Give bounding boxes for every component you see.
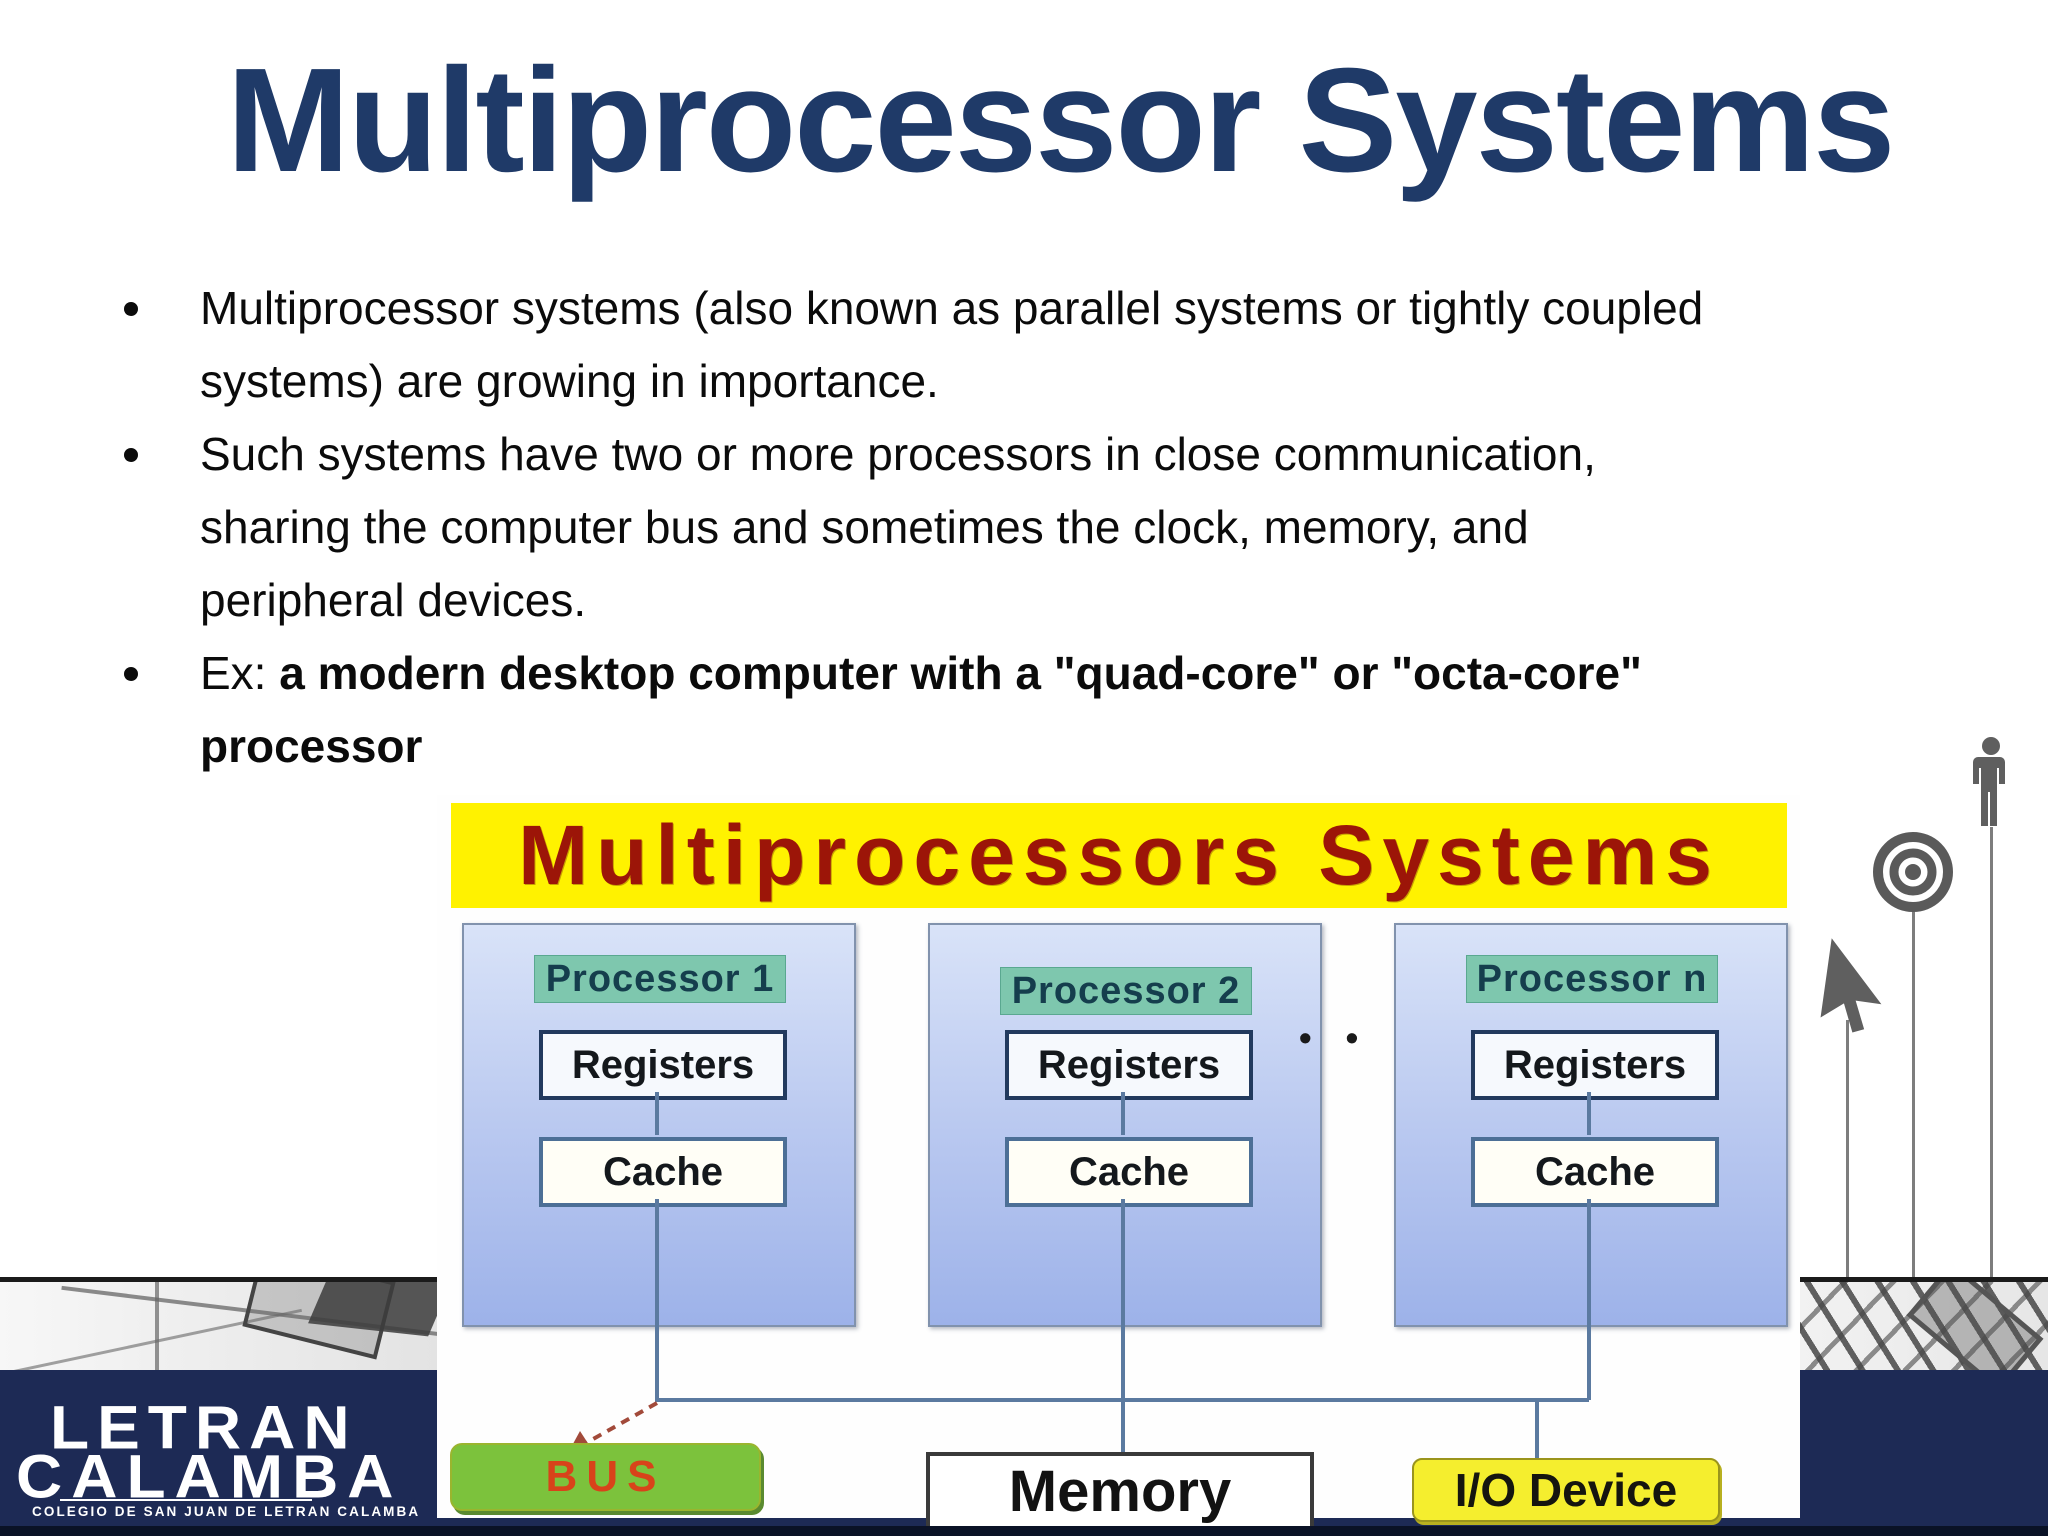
bullet-item: Such systems have two or more processors… [112,418,1892,637]
wire-line [155,1282,159,1370]
cache-box: Cache [1471,1137,1719,1207]
bullet-item: Multiprocessor systems (also known as pa… [112,272,1892,418]
bus-arrow-line [578,1401,658,1449]
logo-divider [60,1499,312,1501]
bullet-text: Such systems have two or more processors… [200,428,1596,626]
cache-box: Cache [539,1137,787,1207]
bus-box: BUS [450,1443,761,1511]
processor-1-label: Processor 1 [534,955,786,1003]
bullet-list: Multiprocessor systems (also known as pa… [112,272,1892,783]
wire-cube [1906,1282,2044,1370]
left-abstract-art-strip [0,1277,437,1370]
multiprocessor-diagram: Multiprocessors Systems Processor 1 Regi… [437,795,1800,1530]
registers-box: Registers [1471,1030,1719,1100]
memory-box: Memory [926,1452,1314,1530]
bullseye-icon-stem-line [1912,903,1915,1282]
bullet-text: Multiprocessor systems (also known as pa… [200,282,1704,407]
cache-box: Cache [1005,1137,1253,1207]
page-title: Multiprocessor Systems [226,38,1896,203]
cursor-arrow-icon [1820,938,1882,1033]
logo-calamba: CALAMBA [16,1441,403,1512]
diagram-title-banner: Multiprocessors Systems [451,803,1787,908]
ellipsis-dots: • • [1299,1017,1371,1058]
registers-box: Registers [539,1030,787,1100]
bullet-item: Ex: a modern desktop computer with a "qu… [112,637,1892,783]
processor-2-label: Processor 2 [1000,967,1252,1015]
logo-letran: LETRAN [50,1392,358,1463]
bullet-marker [124,302,138,316]
processor-2-box: Processor 2 Registers Cache [928,923,1322,1327]
processor-1-box: Processor 1 Registers Cache [462,923,856,1327]
registers-box: Registers [1005,1030,1253,1100]
processor-n-box: Processor n Registers Cache [1394,923,1788,1327]
bottom-edge-strip [0,1526,2048,1536]
processor-n-label: Processor n [1466,955,1718,1003]
bullet-marker [124,448,138,462]
bullet-marker [124,667,138,681]
cursor-icon-stem-line [1846,1020,1849,1282]
bullet-text-bold: a modern desktop computer with a "quad-c… [200,647,1642,772]
person-icon-stem-line [1990,827,1993,1282]
io-device-box: I/O Device [1412,1458,1720,1522]
right-abstract-art-strip [1795,1277,2048,1370]
logo-subtext: COLEGIO DE SAN JUAN DE LETRAN CALAMBA [32,1504,421,1519]
bullseye-icon [1873,832,1953,912]
person-icon [1973,737,2005,826]
diagram-title: Multiprocessors Systems [518,808,1720,902]
bullet-text: Ex: [200,647,280,699]
